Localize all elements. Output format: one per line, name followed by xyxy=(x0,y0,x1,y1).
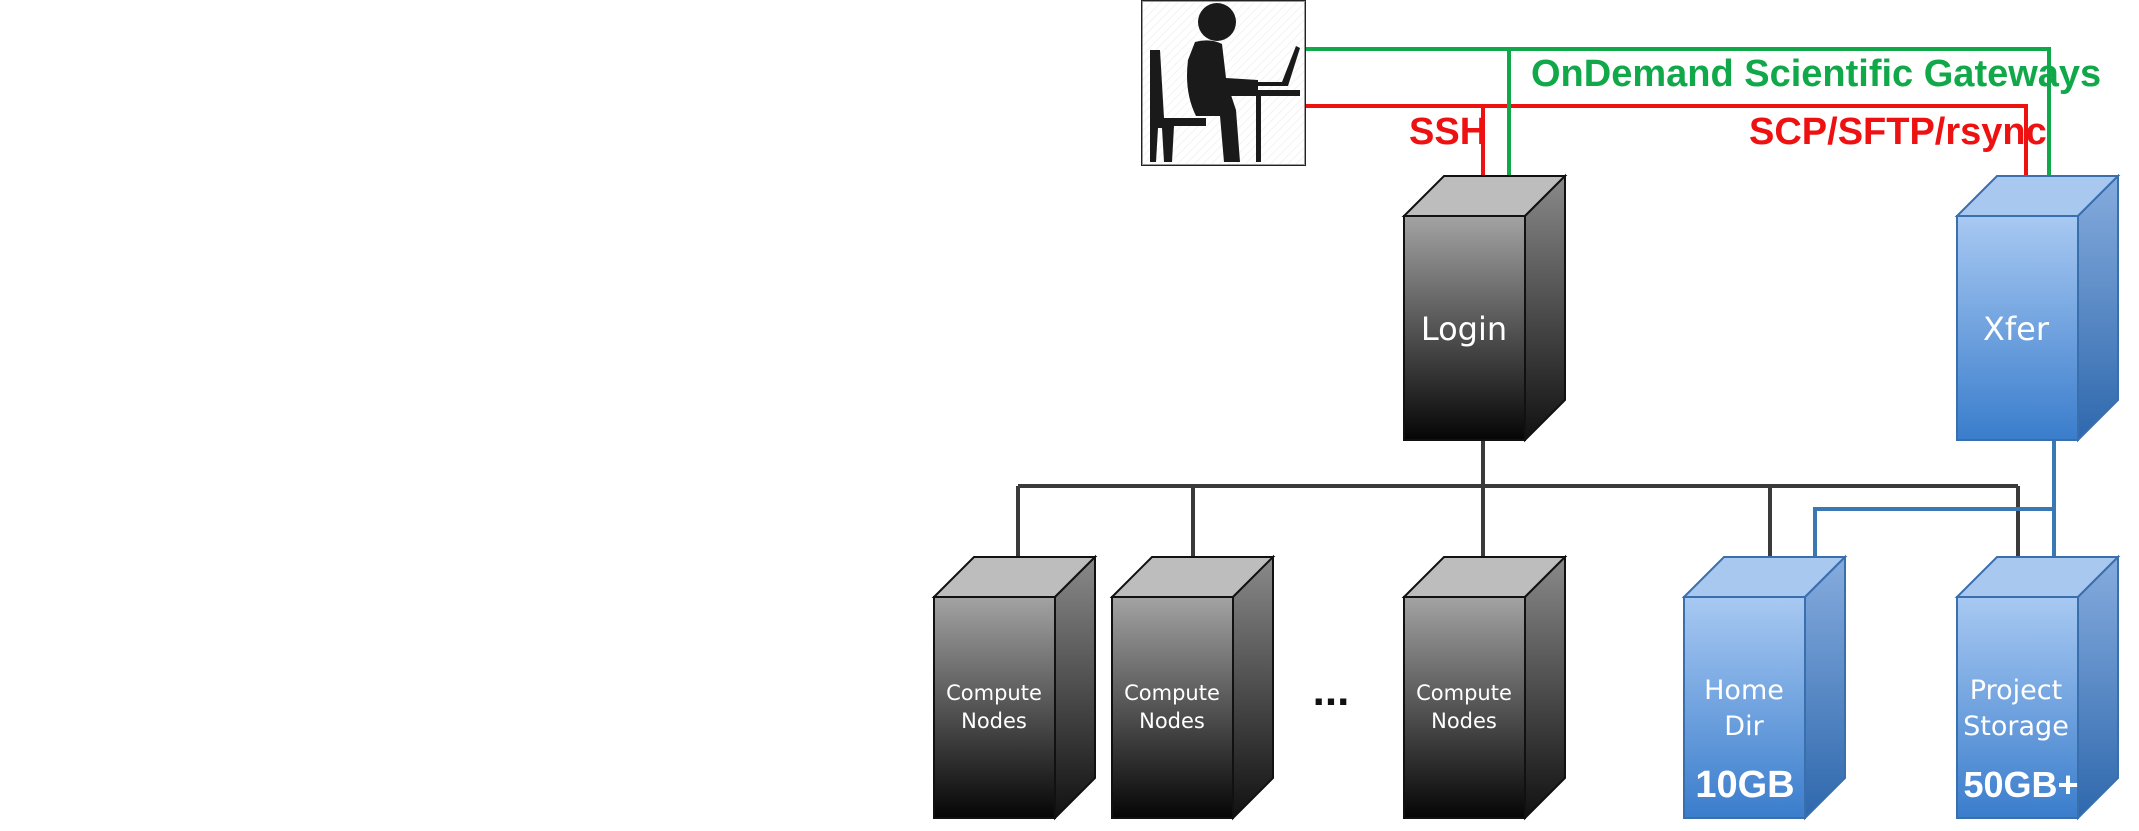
project-storage: Project Storage 50GB+ xyxy=(1954,554,2121,821)
project-storage-label-line2: Storage xyxy=(1963,711,2069,742)
ssh-label: SSH xyxy=(1409,111,1487,153)
ellipsis: ... xyxy=(1313,666,1350,715)
compute-node-label-line1: Compute xyxy=(1124,681,1220,705)
storage-links xyxy=(1813,440,2056,557)
compute-node: Compute Nodes xyxy=(931,554,1098,821)
project-storage-label-line1: Project xyxy=(1970,675,2062,706)
home-dir-label-line1: Home xyxy=(1704,675,1784,706)
ssh-scp-lines xyxy=(1305,104,2028,176)
gateway-label: OnDemand Scientific Gateways xyxy=(1531,53,2101,95)
xfer-server: Xfer xyxy=(1954,173,2121,443)
compute-node-label-line2: Nodes xyxy=(961,709,1027,733)
compute-node: Compute Nodes xyxy=(1109,554,1276,821)
ondemand-lines xyxy=(1305,47,2051,176)
home-dir-label-line2: Dir xyxy=(1724,711,1764,742)
compute-node-label-line1: Compute xyxy=(1416,681,1512,705)
project-storage-size: 50GB+ xyxy=(1963,764,2078,805)
login-server: Login xyxy=(1401,173,1568,443)
compute-node-label-line2: Nodes xyxy=(1139,709,1205,733)
home-dir-size: 10GB xyxy=(1695,764,1794,806)
compute-node: Compute Nodes xyxy=(1401,554,1568,821)
compute-node-label-line2: Nodes xyxy=(1431,709,1497,733)
compute-node-label-line1: Compute xyxy=(946,681,1042,705)
user-at-laptop-icon xyxy=(1141,0,1306,166)
network-bus xyxy=(1016,440,2020,557)
xfer-label: Xfer xyxy=(1983,310,2050,348)
home-dir-storage: Home Dir 10GB xyxy=(1681,554,1848,821)
transfer-label: SCP/SFTP/rsync xyxy=(1749,111,2047,153)
login-label: Login xyxy=(1421,310,1507,348)
